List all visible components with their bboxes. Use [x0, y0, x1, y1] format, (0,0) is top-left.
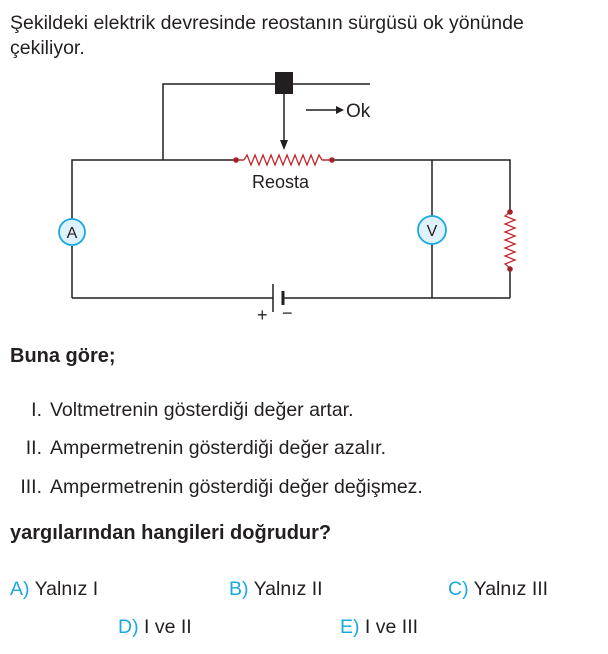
option-e-text: I ve III	[364, 616, 419, 638]
ammeter-label: A	[67, 225, 78, 242]
option-c-letter: C)	[448, 578, 469, 600]
option-c-text: Yalnız III	[473, 578, 549, 600]
statement-2-number: II.	[25, 437, 42, 459]
option-b-text: Yalnız II	[253, 578, 323, 600]
main-loop-top	[71, 159, 234, 220]
rheostat-terminal-left	[233, 157, 239, 163]
question-line-1: Şekildeki elektrik devresinde reostanın …	[10, 12, 524, 34]
main-loop-top-right	[334, 159, 511, 210]
statement-1-number: I.	[31, 399, 42, 421]
circuit-diagram: Ok Reosta A V + −	[58, 72, 517, 325]
question-line-2: çekiliyor.	[10, 37, 85, 59]
statement-3-text: Ampermetrenin gösterdiği değer değişmez.	[50, 476, 423, 498]
ammeter-icon	[58, 218, 86, 246]
slider-arrow-icon	[280, 140, 288, 150]
option-a[interactable]: A) Yalnız I	[10, 578, 98, 601]
resistor-terminal-top	[507, 209, 513, 215]
voltmeter-icon	[417, 215, 447, 245]
rheostat-terminal-right	[329, 157, 335, 163]
statement-2: II. Ampermetrenin gösterdiği değer azalır…	[2, 437, 386, 460]
statement-1-text: Voltmetrenin gösterdiği değer artar.	[50, 399, 354, 421]
slider-wire	[162, 83, 370, 160]
option-e[interactable]: E) I ve III	[340, 616, 418, 639]
option-d[interactable]: D) I ve II	[118, 616, 192, 639]
arrow-label: Ok	[346, 101, 371, 122]
option-e-letter: E)	[340, 616, 360, 638]
statement-1: I. Voltmetrenin gösterdiği değer artar.	[2, 399, 354, 422]
option-b[interactable]: B) Yalnız II	[229, 578, 323, 601]
prompt-heading: Buna göre;	[10, 345, 116, 367]
ask-text: yargılarından hangileri doğrudur?	[10, 522, 332, 544]
option-a-text: Yalnız I	[34, 578, 99, 600]
option-c[interactable]: C) Yalnız III	[448, 578, 548, 601]
option-a-letter: A)	[10, 578, 30, 600]
voltmeter-label: V	[427, 223, 438, 240]
rheostat-coil	[243, 153, 323, 167]
statement-3: III. Ampermetrenin gösterdiği değer değiş…	[2, 476, 423, 499]
resistor-terminal-bottom	[507, 266, 513, 272]
wires	[71, 83, 511, 299]
battery-plus-sign: +	[257, 305, 268, 325]
slider-block	[275, 72, 293, 94]
option-d-text: I ve II	[144, 616, 192, 638]
question-text: Şekildeki elektrik devresinde reostanın …	[10, 11, 606, 61]
option-b-letter: B)	[229, 578, 249, 600]
battery-minus-sign: −	[282, 303, 293, 323]
statement-2-text: Ampermetrenin gösterdiği değer azalır.	[50, 437, 387, 459]
rheostat-label: Reosta	[252, 172, 310, 192]
statement-3-number: III.	[20, 476, 42, 498]
resistor-coil	[503, 211, 517, 269]
option-d-letter: D)	[118, 616, 139, 638]
direction-arrow-icon	[336, 106, 344, 114]
